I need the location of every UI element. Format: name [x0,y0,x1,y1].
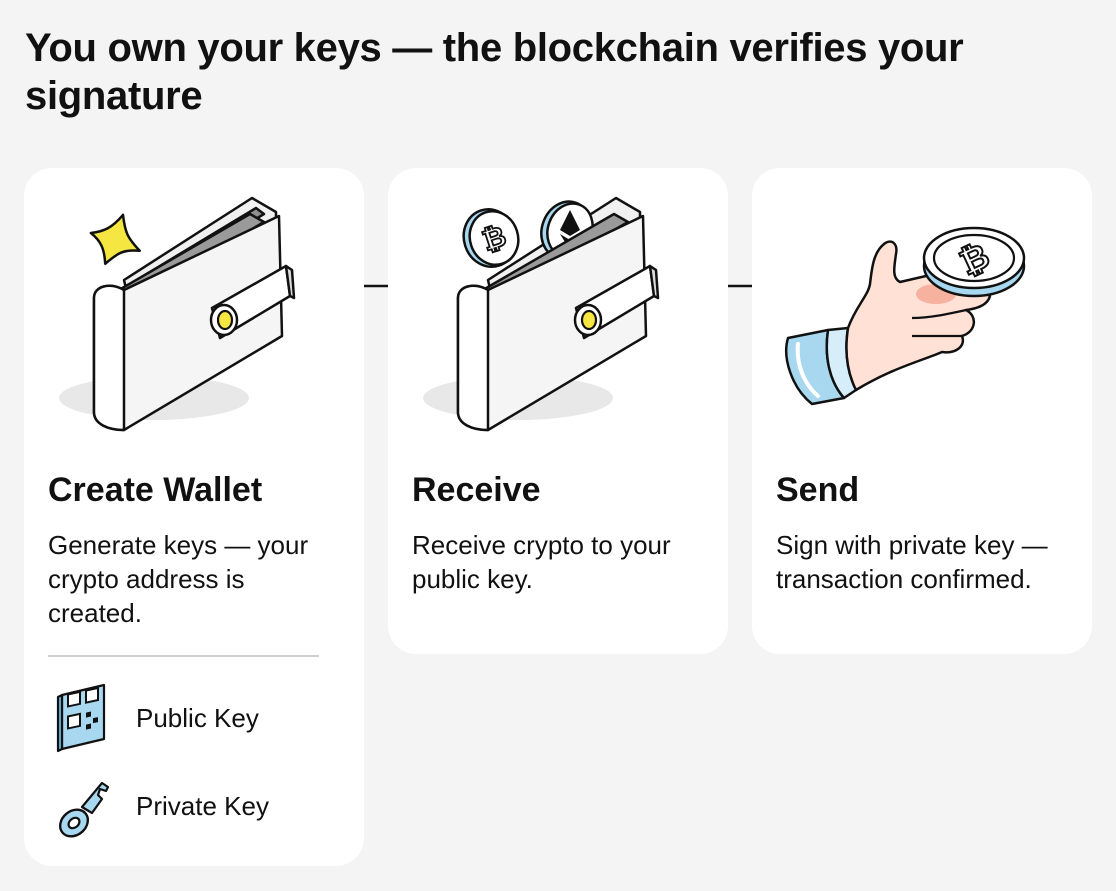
hand-coin-illustration: ₿ [785,226,1026,406]
bitcoin-coin-icon: ₿ [462,208,520,268]
sparkle-icon [89,213,141,265]
divider [48,655,319,657]
qr-code-icon [56,683,106,753]
step-description: Receive crypto to your public key. [412,530,671,594]
step-title: Create Wallet [48,471,263,509]
step-title: Receive [412,471,541,509]
legend-label: Public Key [136,703,259,733]
sleeve-cuff [785,326,858,406]
legend-item-private-key: Private Key [48,771,348,841]
step-card-send: ₿ Send Sign with private key — transacti… [752,168,1092,654]
step-description: Sign with private key — transaction conf… [776,530,1048,594]
page-title: You own your keys — the blockchain verif… [25,26,964,118]
step-card-create-wallet: Create Wallet Generate keys — your crypt… [24,168,364,866]
wallet-sparkle-illustration [59,196,296,432]
step-title: Send [776,471,860,509]
legend-item-public-key: Public Key [48,683,348,753]
step-description: Generate keys — your crypto address is c… [48,530,309,628]
key-icon [58,781,110,838]
bitcoin-coin-icon: ₿ [922,226,1026,298]
step-card-receive: ₿ Receive Receive crypto to your public … [388,168,728,654]
wallet-coins-illustration: ₿ [423,196,660,432]
legend-label: Private Key [136,791,269,821]
